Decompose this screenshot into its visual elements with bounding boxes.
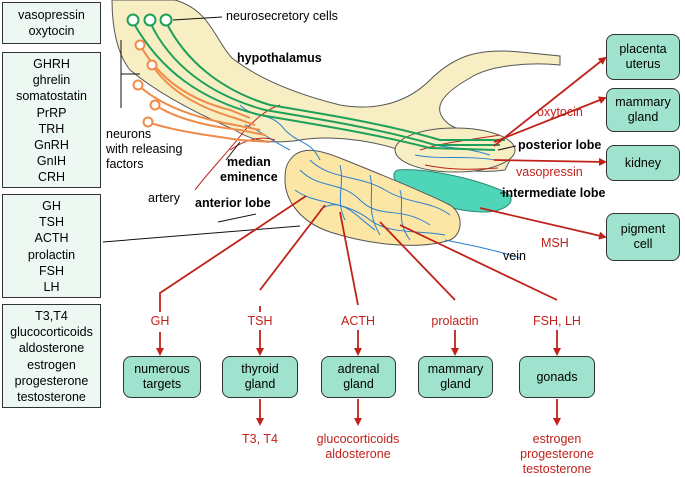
hormone-ghrelin: ghrelin xyxy=(32,73,71,88)
hormone-lh: LH xyxy=(43,280,60,295)
label-fsh-lh-output: FSH, LH xyxy=(533,314,581,328)
label-neurons-releasing: neurons with releasing factors xyxy=(106,127,183,171)
label-median-eminence: median eminence xyxy=(220,155,278,184)
label-anterior-lobe: anterior lobe xyxy=(195,196,271,210)
hormone-progesterone: progesterone xyxy=(14,373,89,388)
releasing-hormone-box: GHRH ghrelin somatostatin PrRP TRH GnRH … xyxy=(2,52,101,188)
label-gh-output: GH xyxy=(150,314,170,328)
product-adrenal: glucocorticoids aldosterone xyxy=(316,432,400,461)
hormone-gnih: GnIH xyxy=(36,154,67,169)
target-mammary-gland-posterior: mammary gland xyxy=(606,88,680,132)
hormone-prrp: PrRP xyxy=(36,105,67,120)
hormone-crh: CRH xyxy=(37,170,66,185)
label-posterior-lobe: posterior lobe xyxy=(518,138,602,152)
hormone-fsh: FSH xyxy=(39,263,64,278)
posterior-arrows xyxy=(479,56,607,240)
target-adrenal-gland: adrenal gland xyxy=(321,356,396,398)
product-thyroid: T3, T4 xyxy=(242,432,278,446)
hormone-tsh: TSH xyxy=(39,215,64,230)
target-mammary-gland-anterior: mammary gland xyxy=(418,356,493,398)
hormone-testosterone: testosterone xyxy=(17,390,86,405)
hormone-glucocorticoids: glucocorticoids xyxy=(10,325,93,340)
neurosecretory-cell-bodies xyxy=(126,13,173,27)
hormone-acth: ACTH xyxy=(34,231,69,246)
label-vein: vein xyxy=(503,249,526,263)
leader-lines xyxy=(102,16,517,243)
label-msh-output: MSH xyxy=(541,236,569,250)
target-placenta-uterus: placenta uterus xyxy=(606,34,680,80)
label-artery: artery xyxy=(148,191,180,205)
target-thyroid-gland: thyroid gland xyxy=(222,356,298,398)
anterior-hormone-box: GH TSH ACTH prolactin FSH LH xyxy=(2,194,101,298)
product-gonads: estrogen progesterone testosterone xyxy=(520,432,594,476)
hormone-gh: GH xyxy=(42,199,61,213)
product-arrows xyxy=(256,399,561,426)
hormone-aldosterone: aldosterone xyxy=(18,341,85,356)
label-hypothalamus: hypothalamus xyxy=(237,51,322,65)
label-neurosecretory-cells: neurosecretory cells xyxy=(226,9,338,23)
label-oxytocin-output: oxytocin xyxy=(537,105,583,119)
hormone-somatostatin: somatostatin xyxy=(16,89,87,104)
label-vasopressin-output: vasopressin xyxy=(516,165,583,179)
posterior-hormone-box: vasopressin oxytocin xyxy=(2,2,101,44)
anterior-branches xyxy=(159,195,558,316)
label-intermediate-lobe: intermediate lobe xyxy=(502,186,606,200)
hormone-estrogen: estrogen xyxy=(27,357,76,372)
label-acth-output: ACTH xyxy=(340,314,376,328)
hormone-t3-t4: T3,T4 xyxy=(35,309,68,323)
neurosecretory-axons xyxy=(132,21,505,151)
target-kidney: kidney xyxy=(606,145,680,181)
releasing-neurons xyxy=(137,44,271,143)
hormone-prolactin: prolactin xyxy=(27,247,76,262)
hormone-ghrh: GHRH xyxy=(33,57,70,71)
label-tsh-output: TSH xyxy=(247,314,273,328)
label-prolactin-output: prolactin xyxy=(431,314,479,328)
target-pigment-cell: pigment cell xyxy=(606,213,680,261)
hormone-trh: TRH xyxy=(38,121,65,136)
target-numerous-targets: numerous targets xyxy=(123,356,201,398)
releasing-neuron-bodies xyxy=(132,39,161,128)
anterior-lobe-shape xyxy=(284,149,461,246)
hormone-gnrh: GnRH xyxy=(34,138,69,153)
hormone-oxytocin: oxytocin xyxy=(28,24,75,39)
target-hormone-box: T3,T4 glucocorticoids aldosterone estrog… xyxy=(2,304,101,408)
target-gonads: gonads xyxy=(519,356,595,398)
hormone-vasopressin: vasopressin xyxy=(18,8,85,22)
posterior-lobe-shape xyxy=(394,127,516,173)
